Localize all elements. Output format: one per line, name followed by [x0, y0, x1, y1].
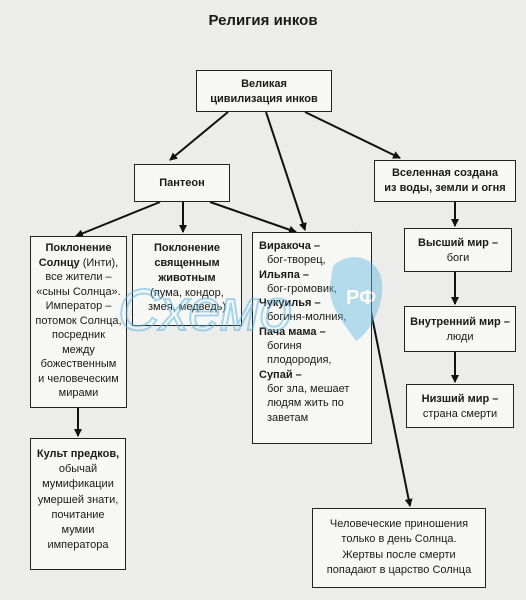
- sun-line: божественным: [40, 358, 117, 371]
- sacrifice-line: попадают в царство Солнца: [326, 564, 472, 577]
- lower-world-text: страна смерти: [422, 407, 498, 420]
- ancestors-line: мумии: [61, 523, 95, 536]
- arrow-root-to-pantheon: [169, 111, 229, 161]
- sun-heading-suffix: (Инти),: [79, 256, 119, 269]
- sun-line: и человеческим: [38, 372, 119, 385]
- arrow-pantheon-to-sun: [75, 201, 161, 238]
- god-item: Виракоча – бог-творец,: [259, 239, 365, 268]
- ancestors-line: императора: [47, 539, 109, 552]
- node-pantheon: Пантеон: [134, 164, 230, 202]
- node-universe-line: Вселенная создана: [391, 167, 499, 179]
- sun-line: Император –: [45, 300, 112, 313]
- god-desc: бог-творец,: [267, 254, 326, 267]
- node-sun-worship: Поклонение Солнцу (Инти), все жители – «…: [30, 236, 127, 408]
- inner-world-text: люди: [446, 330, 474, 343]
- page-title: Религия инков: [208, 12, 318, 29]
- ancestors-heading: Культ предков,: [36, 448, 120, 460]
- node-root-line: Великая: [241, 78, 287, 90]
- node-universe-line: из воды, земли и огня: [384, 181, 506, 194]
- god-item: Супай – бог зла, мешает людям жить по за…: [259, 368, 365, 425]
- sun-line: «сыны Солнца».: [36, 285, 121, 298]
- arrow-root-to-universe: [304, 111, 401, 159]
- inner-world-title: Внутренний мир –: [410, 316, 510, 328]
- node-root: Великая цивилизация инков: [196, 70, 332, 112]
- animals-heading: животным: [158, 271, 216, 284]
- god-name: Пача мама –: [259, 325, 326, 338]
- god-item: Чукуилья – богиня-молния,: [259, 296, 365, 325]
- god-name: Чукуилья –: [259, 297, 321, 310]
- node-ancestor-cult: Культ предков, обычай мумификации умерше…: [30, 438, 126, 570]
- animals-line: (пума, кондор,: [150, 286, 224, 299]
- sun-line: потомок Солнца,: [35, 314, 122, 327]
- god-item: Ильяпа – бог-громовик,: [259, 268, 365, 297]
- god-desc: богиня-молния,: [267, 311, 347, 324]
- sun-line: все жители –: [45, 271, 112, 284]
- god-item: Пача мама – богиня плодородия,: [259, 325, 365, 368]
- node-gods: Виракоча – бог-творец, Ильяпа – бог-гром…: [252, 232, 372, 444]
- sacrifice-line: Человеческие приношения: [329, 518, 469, 530]
- node-universe: Вселенная создана из воды, земли и огня: [374, 160, 516, 202]
- arrow-pantheon-to-gods: [209, 201, 297, 234]
- animals-heading: священным: [154, 256, 220, 269]
- god-desc: богиня плодородия,: [267, 340, 332, 367]
- god-name: Виракоча –: [259, 240, 321, 252]
- node-upper-world: Высший мир – боги: [404, 228, 512, 272]
- sacrifice-line: только в день Солнца.: [341, 533, 457, 546]
- upper-world-text: боги: [446, 251, 470, 264]
- node-inner-world: Внутренний мир – люди: [404, 306, 516, 352]
- ancestors-line: умершей знати,: [37, 493, 119, 506]
- sun-line: посредник между: [51, 329, 106, 356]
- upper-world-title: Высший мир –: [418, 237, 498, 249]
- node-sacred-animals: Поклонение священным животным (пума, кон…: [132, 234, 242, 326]
- god-name: Супай –: [259, 368, 302, 381]
- sun-line: мирами: [58, 387, 99, 400]
- node-pantheon-label: Пантеон: [159, 177, 205, 189]
- node-human-sacrifice: Человеческие приношения только в день Со…: [312, 508, 486, 588]
- god-desc: бог зла, мешает людям жить по заветам: [267, 382, 350, 424]
- ancestors-line: обычай: [58, 463, 98, 476]
- node-lower-world: Низший мир – страна смерти: [406, 384, 514, 428]
- god-name: Ильяпа –: [259, 268, 310, 281]
- lower-world-title: Низший мир –: [421, 393, 499, 405]
- arrow-root-to-gods: [265, 111, 307, 231]
- sacrifice-line: Жертвы после смерти: [342, 548, 456, 561]
- ancestors-line: почитание: [51, 508, 105, 521]
- ancestors-line: мумификации: [42, 478, 114, 491]
- animals-line: змея, медведь): [147, 301, 227, 314]
- sun-heading: Солнцу: [38, 256, 80, 269]
- node-root-line: цивилизация инков: [210, 92, 318, 105]
- animals-heading: Поклонение: [153, 242, 221, 254]
- god-desc: бог-громовик,: [267, 282, 337, 295]
- sun-heading: Поклонение: [45, 242, 112, 254]
